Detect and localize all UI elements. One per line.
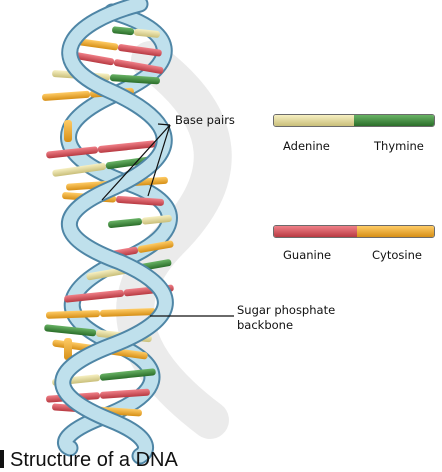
base-pair-vertical xyxy=(64,338,72,360)
base-pair xyxy=(45,308,156,319)
legend-bar-at xyxy=(273,114,435,127)
base-pair xyxy=(68,51,164,74)
figure-caption-text: Structure of a DNA xyxy=(10,449,178,471)
caption-marker xyxy=(0,450,4,468)
legend-bar-gc xyxy=(273,225,435,238)
base-pair xyxy=(78,38,162,57)
base-pair xyxy=(112,26,160,38)
base-pairs-pointer xyxy=(101,123,171,201)
base-pair xyxy=(46,140,156,159)
legend-label-cytosine: Cytosine xyxy=(372,248,422,262)
backbone-label-line1: Sugar phosphate xyxy=(237,303,336,317)
legend-label-guanine: Guanine xyxy=(283,248,332,262)
figure-caption: Structure of a DNA xyxy=(0,449,178,471)
legend-label-thymine: Thymine xyxy=(374,139,424,153)
base-pair-vertical xyxy=(64,120,72,142)
legend-label-adenine: Adenine xyxy=(283,139,330,153)
backbone-label-line2: backbone xyxy=(237,318,294,332)
base-pairs-label: Base pairs xyxy=(175,113,235,127)
base-pair xyxy=(108,214,172,229)
backbone-strand-front-fill xyxy=(56,0,172,463)
